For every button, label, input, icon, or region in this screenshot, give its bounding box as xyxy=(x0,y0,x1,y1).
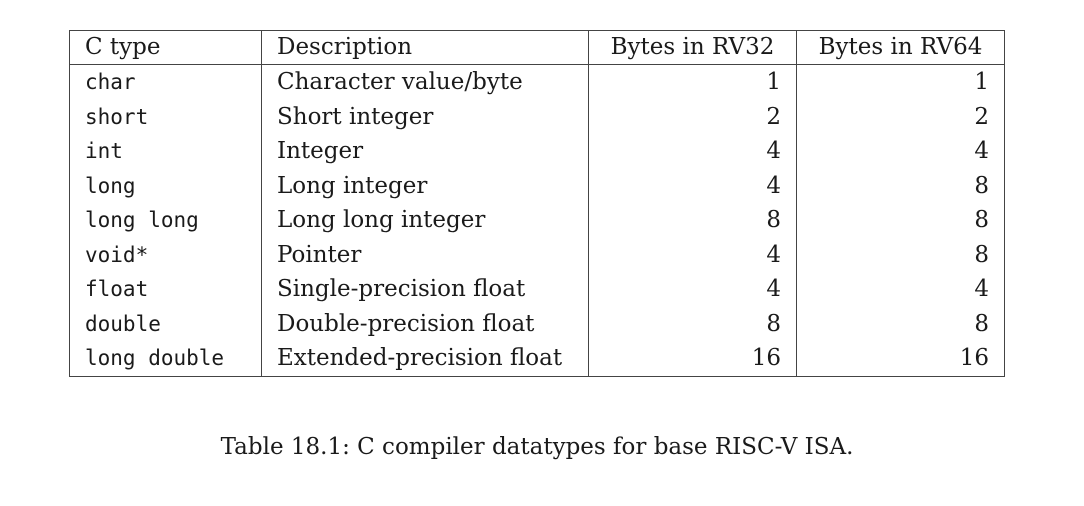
cell-c-type: double xyxy=(69,306,262,341)
cell-c-type: short xyxy=(69,99,262,134)
cell-c-type: long xyxy=(69,168,262,203)
cell-bytes-rv64: 2 xyxy=(796,99,1005,134)
table-row: short Short integer 2 2 xyxy=(69,99,1005,134)
table-header: C type Description Bytes in RV32 Bytes i… xyxy=(69,30,1005,65)
cell-description: Long integer xyxy=(261,168,589,203)
cell-c-type: float xyxy=(69,272,262,307)
cell-bytes-rv32: 1 xyxy=(588,64,797,100)
cell-description: Character value/byte xyxy=(261,64,589,100)
cell-bytes-rv64: 8 xyxy=(796,168,1005,203)
table-row: double Double-precision float 8 8 xyxy=(69,306,1005,341)
table-caption: Table 18.1: C compiler datatypes for bas… xyxy=(220,434,854,460)
cell-bytes-rv32: 8 xyxy=(588,203,797,238)
table-row: void* Pointer 4 8 xyxy=(69,237,1005,272)
cell-c-type: long double xyxy=(69,341,262,376)
cell-bytes-rv32: 4 xyxy=(588,134,797,169)
header-c-type: C type xyxy=(69,30,262,65)
table-row: long Long integer 4 8 xyxy=(69,168,1005,203)
cell-c-type: long long xyxy=(69,203,262,238)
cell-bytes-rv64: 16 xyxy=(796,341,1005,376)
header-description: Description xyxy=(261,30,589,65)
table-row: long long Long long integer 8 8 xyxy=(69,203,1005,238)
cell-bytes-rv64: 8 xyxy=(796,237,1005,272)
cell-description: Pointer xyxy=(261,237,589,272)
table-row: char Character value/byte 1 1 xyxy=(69,64,1005,100)
table-row: int Integer 4 4 xyxy=(69,134,1005,169)
cell-description: Single-precision float xyxy=(261,272,589,307)
header-bytes-rv64: Bytes in RV64 xyxy=(796,30,1005,65)
cell-bytes-rv32: 4 xyxy=(588,272,797,307)
cell-bytes-rv32: 16 xyxy=(588,341,797,376)
cell-bytes-rv32: 4 xyxy=(588,237,797,272)
cell-c-type: int xyxy=(69,134,262,169)
datatypes-table: C type Description Bytes in RV32 Bytes i… xyxy=(69,30,1005,377)
table-row: float Single-precision float 4 4 xyxy=(69,272,1005,307)
cell-bytes-rv64: 1 xyxy=(796,64,1005,100)
cell-description: Extended-precision float xyxy=(261,341,589,376)
cell-bytes-rv32: 4 xyxy=(588,168,797,203)
cell-bytes-rv64: 8 xyxy=(796,203,1005,238)
cell-description: Integer xyxy=(261,134,589,169)
cell-bytes-rv64: 4 xyxy=(796,272,1005,307)
cell-description: Double-precision float xyxy=(261,306,589,341)
table-row: long double Extended-precision float 16 … xyxy=(69,341,1005,376)
table-body: char Character value/byte 1 1 short Shor… xyxy=(69,64,1005,376)
cell-c-type: void* xyxy=(69,237,262,272)
cell-bytes-rv32: 2 xyxy=(588,99,797,134)
cell-bytes-rv64: 4 xyxy=(796,134,1005,169)
cell-bytes-rv32: 8 xyxy=(588,306,797,341)
cell-description: Long long integer xyxy=(261,203,589,238)
cell-description: Short integer xyxy=(261,99,589,134)
cell-bytes-rv64: 8 xyxy=(796,306,1005,341)
header-row: C type Description Bytes in RV32 Bytes i… xyxy=(69,30,1005,65)
header-bytes-rv32: Bytes in RV32 xyxy=(588,30,797,65)
cell-c-type: char xyxy=(69,64,262,100)
